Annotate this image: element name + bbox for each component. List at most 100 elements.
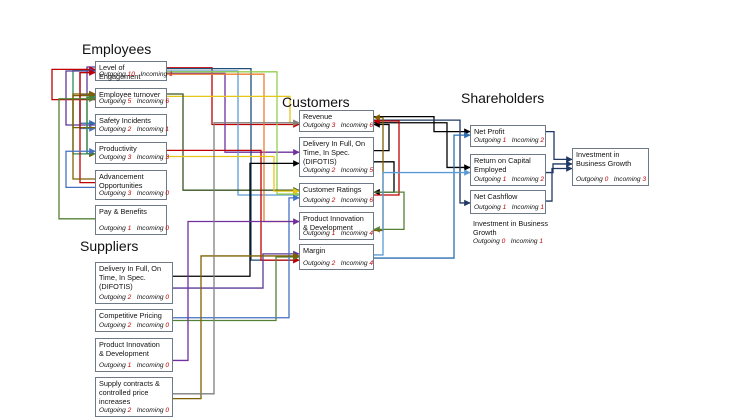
outgoing-word: Outgoing xyxy=(99,190,126,197)
outgoing-word: Outgoing xyxy=(303,230,330,237)
node-label: Customer Ratings xyxy=(303,185,362,194)
connector-loe-to-prod xyxy=(72,69,96,158)
node-supply[interactable]: Supply contracts & controlled price incr… xyxy=(95,377,173,417)
node-label: Net Profit xyxy=(474,127,505,136)
connector-sdifot-to-margin xyxy=(173,250,300,289)
connector-adv-to-prod xyxy=(65,147,96,189)
connector-ncf-to-ibg2 xyxy=(546,165,573,202)
connector-cpid-to-rev xyxy=(373,114,384,232)
outgoing-word: Outgoing xyxy=(303,167,330,174)
outgoing-word: Outgoing xyxy=(99,71,126,78)
incoming-count: 2 xyxy=(540,176,545,183)
incoming-word: Incoming xyxy=(136,407,164,414)
incoming-count: 1 xyxy=(169,71,173,78)
incoming-word: Incoming xyxy=(340,260,368,267)
incoming-count: 6 xyxy=(369,122,374,129)
node-stats: Outgoing 1 Incoming 4 xyxy=(303,230,374,238)
node-stats: Outgoing 2 Incoming 6 xyxy=(303,197,374,205)
incoming-word: Incoming xyxy=(140,71,168,78)
incoming-count: 6 xyxy=(369,197,374,204)
incoming-word: Incoming xyxy=(136,98,164,105)
node-stats: Outgoing 2 Incoming 1 xyxy=(99,126,169,134)
incoming-count: 5 xyxy=(369,167,374,174)
incoming-count: 0 xyxy=(165,322,170,329)
incoming-count: 4 xyxy=(369,230,374,237)
connector-pay-to-turn xyxy=(58,95,96,220)
outgoing-count: 0 xyxy=(604,176,609,183)
outgoing-count: 2 xyxy=(331,167,336,174)
connector-rev-to-np xyxy=(374,115,471,135)
node-stats: Outgoing 2 Incoming 5 xyxy=(303,167,374,175)
node-label-investment-business-growth: Investment in Business Growth xyxy=(473,219,549,237)
node-stats: Outgoing 5 Incoming 6 xyxy=(99,98,169,106)
group-title-employees: Employees xyxy=(82,41,152,57)
connector-turn-to-crat xyxy=(167,93,300,194)
node-stats: Outgoing 10 Incoming 1 xyxy=(99,71,173,79)
incoming-count: 0 xyxy=(165,407,170,414)
incoming-word: Incoming xyxy=(340,122,368,129)
outgoing-count: 3 xyxy=(331,122,336,129)
node-stats: Outgoing 3 Incoming 6 xyxy=(303,122,374,130)
outgoing-word: Outgoing xyxy=(99,225,126,232)
incoming-count: 4 xyxy=(369,260,374,267)
incoming-word: Incoming xyxy=(613,176,641,183)
outgoing-word: Outgoing xyxy=(99,294,126,301)
node-stats: Outgoing 1 Incoming 0 xyxy=(99,362,170,370)
incoming-count: 0 xyxy=(165,294,170,301)
connector-margin-to-roce xyxy=(374,169,471,256)
incoming-count: 3 xyxy=(165,154,170,161)
outgoing-count: 1 xyxy=(502,137,507,144)
connector-supply-to-margin xyxy=(173,252,300,400)
node-label: Margin xyxy=(303,246,326,255)
outgoing-count: 2 xyxy=(127,126,132,133)
connector-loe-to-cdifot xyxy=(167,72,300,156)
connector-adv-to-loe xyxy=(79,69,96,184)
outgoing-count: 1 xyxy=(502,204,507,211)
outgoing-word: Outgoing xyxy=(99,154,126,161)
outgoing-count: 2 xyxy=(127,294,132,301)
connector-loe-to-crat xyxy=(167,70,300,199)
group-title-suppliers: Suppliers xyxy=(80,238,139,254)
outgoing-count: 2 xyxy=(331,197,336,204)
incoming-word: Incoming xyxy=(136,294,164,301)
connector-sdifot-to-cdifot xyxy=(173,160,300,277)
node-stats: Outgoing 1 Incoming 1 xyxy=(474,204,545,212)
outgoing-count: 2 xyxy=(331,260,336,267)
outgoing-word: Outgoing xyxy=(99,362,126,369)
incoming-word: Incoming xyxy=(340,167,368,174)
outgoing-word: Outgoing xyxy=(576,176,603,183)
incoming-count: 1 xyxy=(540,204,545,211)
connector-prod-to-margin xyxy=(167,149,300,264)
node-sdifot[interactable]: Delivery In Full, On Time, In Spec. (DIF… xyxy=(95,262,173,304)
node-label: Productivity xyxy=(99,144,137,153)
group-title-customers: Customers xyxy=(282,94,350,110)
connector-margin-to-np xyxy=(374,131,471,259)
incoming-word: Incoming xyxy=(136,322,164,329)
node-label: Supply contracts & controlled price incr… xyxy=(99,379,160,406)
outgoing-count: 3 xyxy=(127,190,132,197)
outgoing-count: 2 xyxy=(127,407,132,414)
outgoing-word: Outgoing xyxy=(474,137,501,144)
connector-cdifot-to-crat xyxy=(373,161,395,196)
group-title-shareholders: Shareholders xyxy=(461,90,545,106)
node-stats-investment-business-growth: Outgoing 0 Incoming 1 xyxy=(473,238,544,245)
node-stats: Outgoing 1 Incoming 2 xyxy=(474,137,544,145)
node-cdifot[interactable]: Delivery In Full, On Time, In Spec. (DIF… xyxy=(299,137,374,177)
connector-spid-to-cpid xyxy=(173,218,300,362)
